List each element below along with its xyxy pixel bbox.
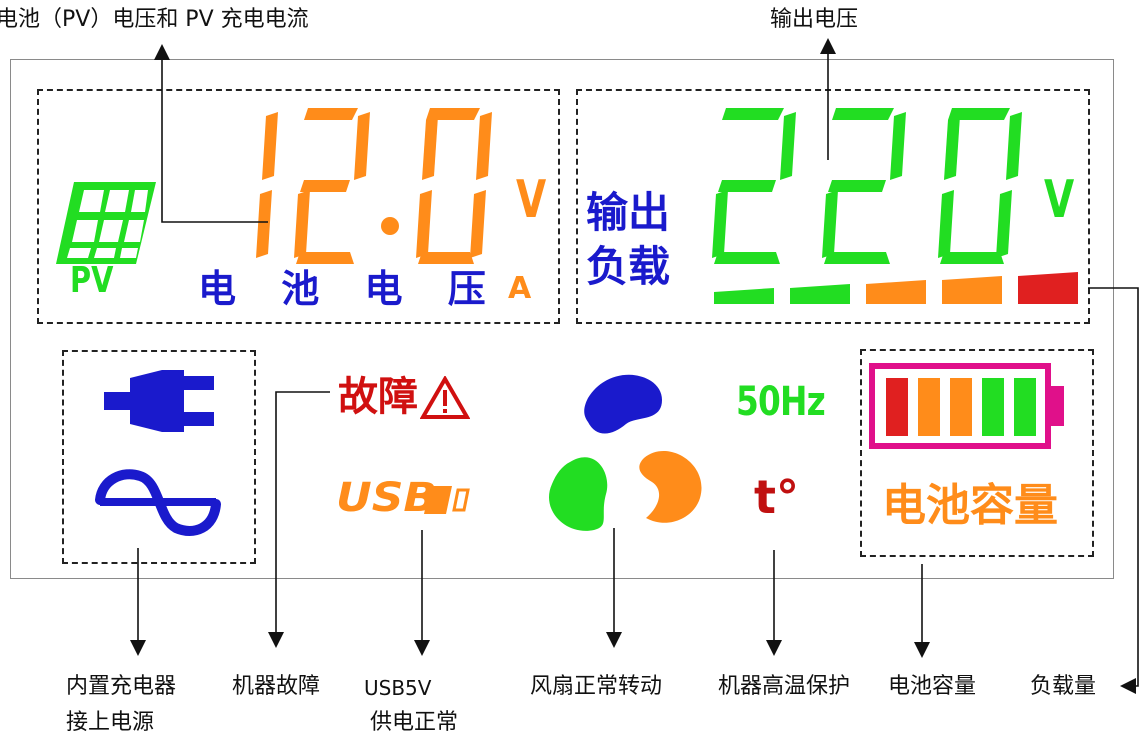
battery-capacity-text: 电池容量 [882, 480, 1058, 531]
label-charger-line2: 接上电源 [66, 710, 155, 735]
label-charger-line1: 内置充电器 [66, 674, 177, 699]
output-unit-v: V [1044, 170, 1075, 230]
pv-text: PV [70, 260, 114, 301]
usb-text: USB [336, 475, 437, 521]
label-over-temp: 机器高温保护 [718, 674, 851, 699]
usb-connector-icon [424, 484, 470, 516]
solar-panel-icon [52, 174, 164, 268]
battery-bar-1 [886, 378, 908, 436]
load-bar-5 [1018, 272, 1078, 304]
battery-bar-3 [950, 378, 972, 436]
battery-bar-4 [982, 378, 1004, 436]
output-annotation-label: 输出电压 [770, 7, 859, 32]
battery-bar-2 [918, 378, 940, 436]
pv-unit-a: A [508, 271, 532, 306]
pv-readout [230, 102, 510, 272]
label-usb-line1: USB5V [364, 676, 432, 700]
pv-unit-v: V [516, 170, 547, 230]
frequency-text: 50Hz [736, 379, 826, 425]
battery-bar-5 [1014, 378, 1036, 436]
fan-icon [540, 366, 712, 562]
pv-group-box [37, 89, 560, 324]
load-bar-1 [714, 288, 774, 304]
load-bar-gauge [714, 272, 1080, 308]
battery-icon [868, 362, 1070, 454]
load-bar-4 [942, 276, 1002, 304]
label-battery-capacity: 电池容量 [888, 674, 977, 699]
lcd-panel [10, 59, 1114, 579]
battery-group-box [860, 349, 1094, 557]
load-bar-2 [790, 284, 850, 304]
label-usb-line2: 供电正常 [370, 710, 459, 735]
fault-text: 故障 [338, 374, 418, 420]
pv-annotation-label: 电池（PV）电压和 PV 充电电流 [0, 7, 309, 32]
battery-voltage-text: 电 池 电 压 [198, 267, 502, 311]
temperature-text: t° [754, 470, 799, 524]
output-readout [704, 102, 1034, 272]
label-fan: 风扇正常转动 [530, 674, 663, 699]
load-bar-3 [866, 280, 926, 304]
label-machine-fault: 机器故障 [232, 674, 321, 699]
output-group-box [576, 89, 1090, 324]
sine-wave-icon [92, 462, 224, 544]
output-load-line2: 负载 [586, 242, 671, 291]
charger-group-box [62, 350, 256, 564]
label-load: 负载量 [1030, 674, 1097, 699]
output-load-line1: 输出 [586, 188, 671, 237]
warning-triangle-icon [420, 376, 470, 420]
plug-icon [104, 370, 216, 440]
